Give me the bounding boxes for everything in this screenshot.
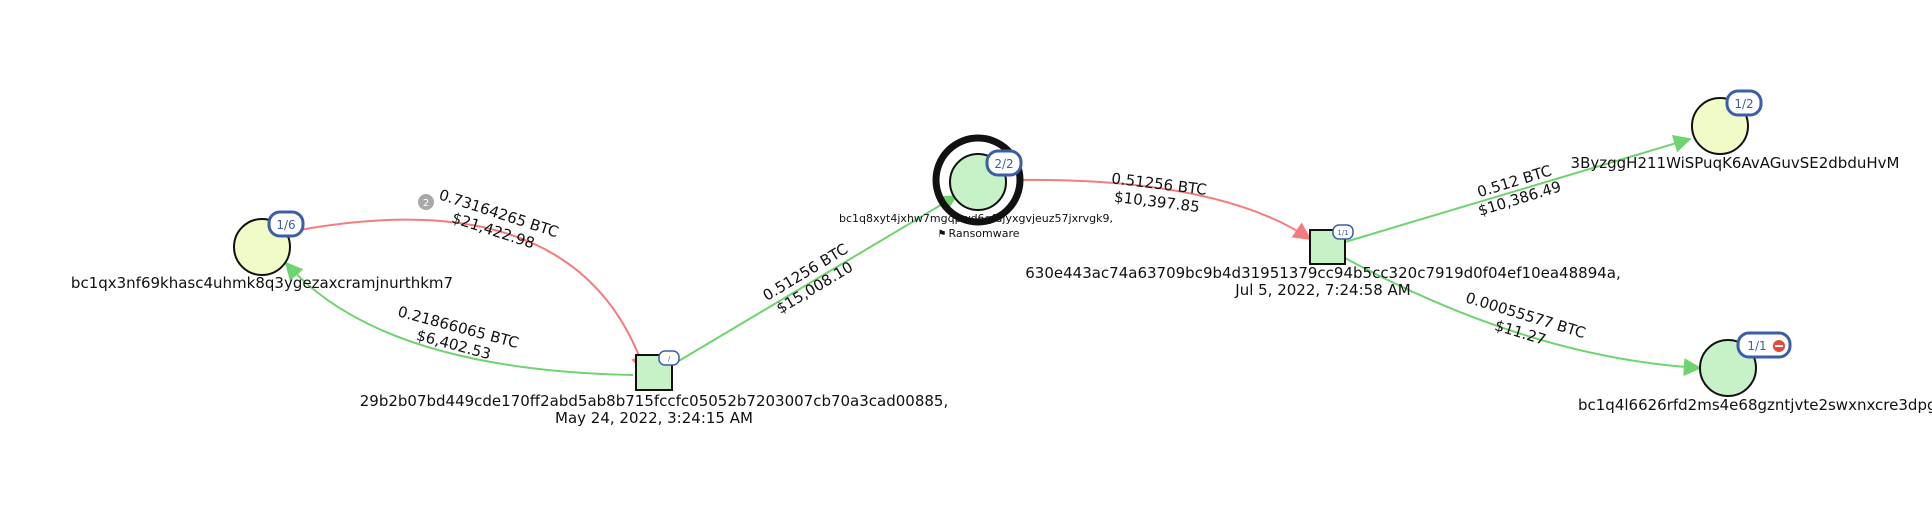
- node-badge-count: 2/2: [994, 157, 1013, 171]
- node-badge-count: 1/6: [276, 218, 295, 232]
- address-label: bc1q4l6626rfd2ms4e68gzntjvte2swxnxcre3dp…: [1578, 396, 1932, 414]
- node-badge-count: 1/2: [1734, 97, 1753, 111]
- address-node-top-right[interactable]: 1/2 3ByzggH211WiSPuqK6AvAGuvSE2dbduHvM: [1571, 89, 1900, 172]
- address-label: bc1qx3nf69khasc4uhmk8q3ygezaxcramjnurthk…: [71, 274, 453, 292]
- address-label: bc1q8xyt4jxhw7mgqpwd6qfdjyxgvjeuz57jxrvg…: [839, 212, 1113, 225]
- edge-addr-center-to-tx-right[interactable]: 0.51256 BTC $10,397.85: [1017, 169, 1312, 241]
- transaction-node-left[interactable]: / 29b2b07bd449cde170ff2abd5ab8b715fccfc0…: [360, 350, 949, 427]
- selection-ring: [932, 134, 1024, 226]
- error-icon[interactable]: [1773, 340, 1785, 352]
- address-node-bottom-right[interactable]: 1/1 bc1q4l6626rfd2ms4e68gzntjvte2swxnxcr…: [1578, 331, 1932, 414]
- edge-info-dot[interactable]: [418, 194, 434, 210]
- node-badge-count: 1/1: [1747, 339, 1766, 353]
- node-badge-count: /: [668, 355, 671, 363]
- node-badge[interactable]: [658, 350, 680, 366]
- tag-label: Ransomware: [948, 227, 1019, 240]
- node-badge[interactable]: [1725, 89, 1763, 117]
- node-badge[interactable]: [985, 149, 1023, 177]
- address-label: 3ByzggH211WiSPuqK6AvAGuvSE2dbduHvM: [1571, 154, 1900, 172]
- node-badge[interactable]: [1332, 224, 1354, 240]
- node-badge[interactable]: [267, 210, 305, 238]
- node-badge-count: 1/1: [1337, 229, 1348, 237]
- transaction-hash-label: 29b2b07bd449cde170ff2abd5ab8b715fccfc050…: [360, 392, 949, 410]
- flag-icon: ⚑: [938, 229, 947, 240]
- transaction-node-right[interactable]: 1/1 630e443ac74a63709bc9b4d31951379cc94b…: [1025, 224, 1621, 299]
- address-node-left[interactable]: 1/6 bc1qx3nf69khasc4uhmk8q3ygezaxcramjnu…: [71, 210, 453, 292]
- transaction-hash-label: 630e443ac74a63709bc9b4d31951379cc94b5cc3…: [1025, 264, 1621, 282]
- transaction-timestamp-label: May 24, 2022, 3:24:15 AM: [555, 409, 753, 427]
- edge-info-count: 2: [423, 198, 429, 209]
- transaction-timestamp-label: Jul 5, 2022, 7:24:58 AM: [1234, 281, 1410, 299]
- address-node-center[interactable]: 2/2 bc1q8xyt4jxhw7mgqpwd6qfdjyxgvjeuz57j…: [839, 134, 1113, 240]
